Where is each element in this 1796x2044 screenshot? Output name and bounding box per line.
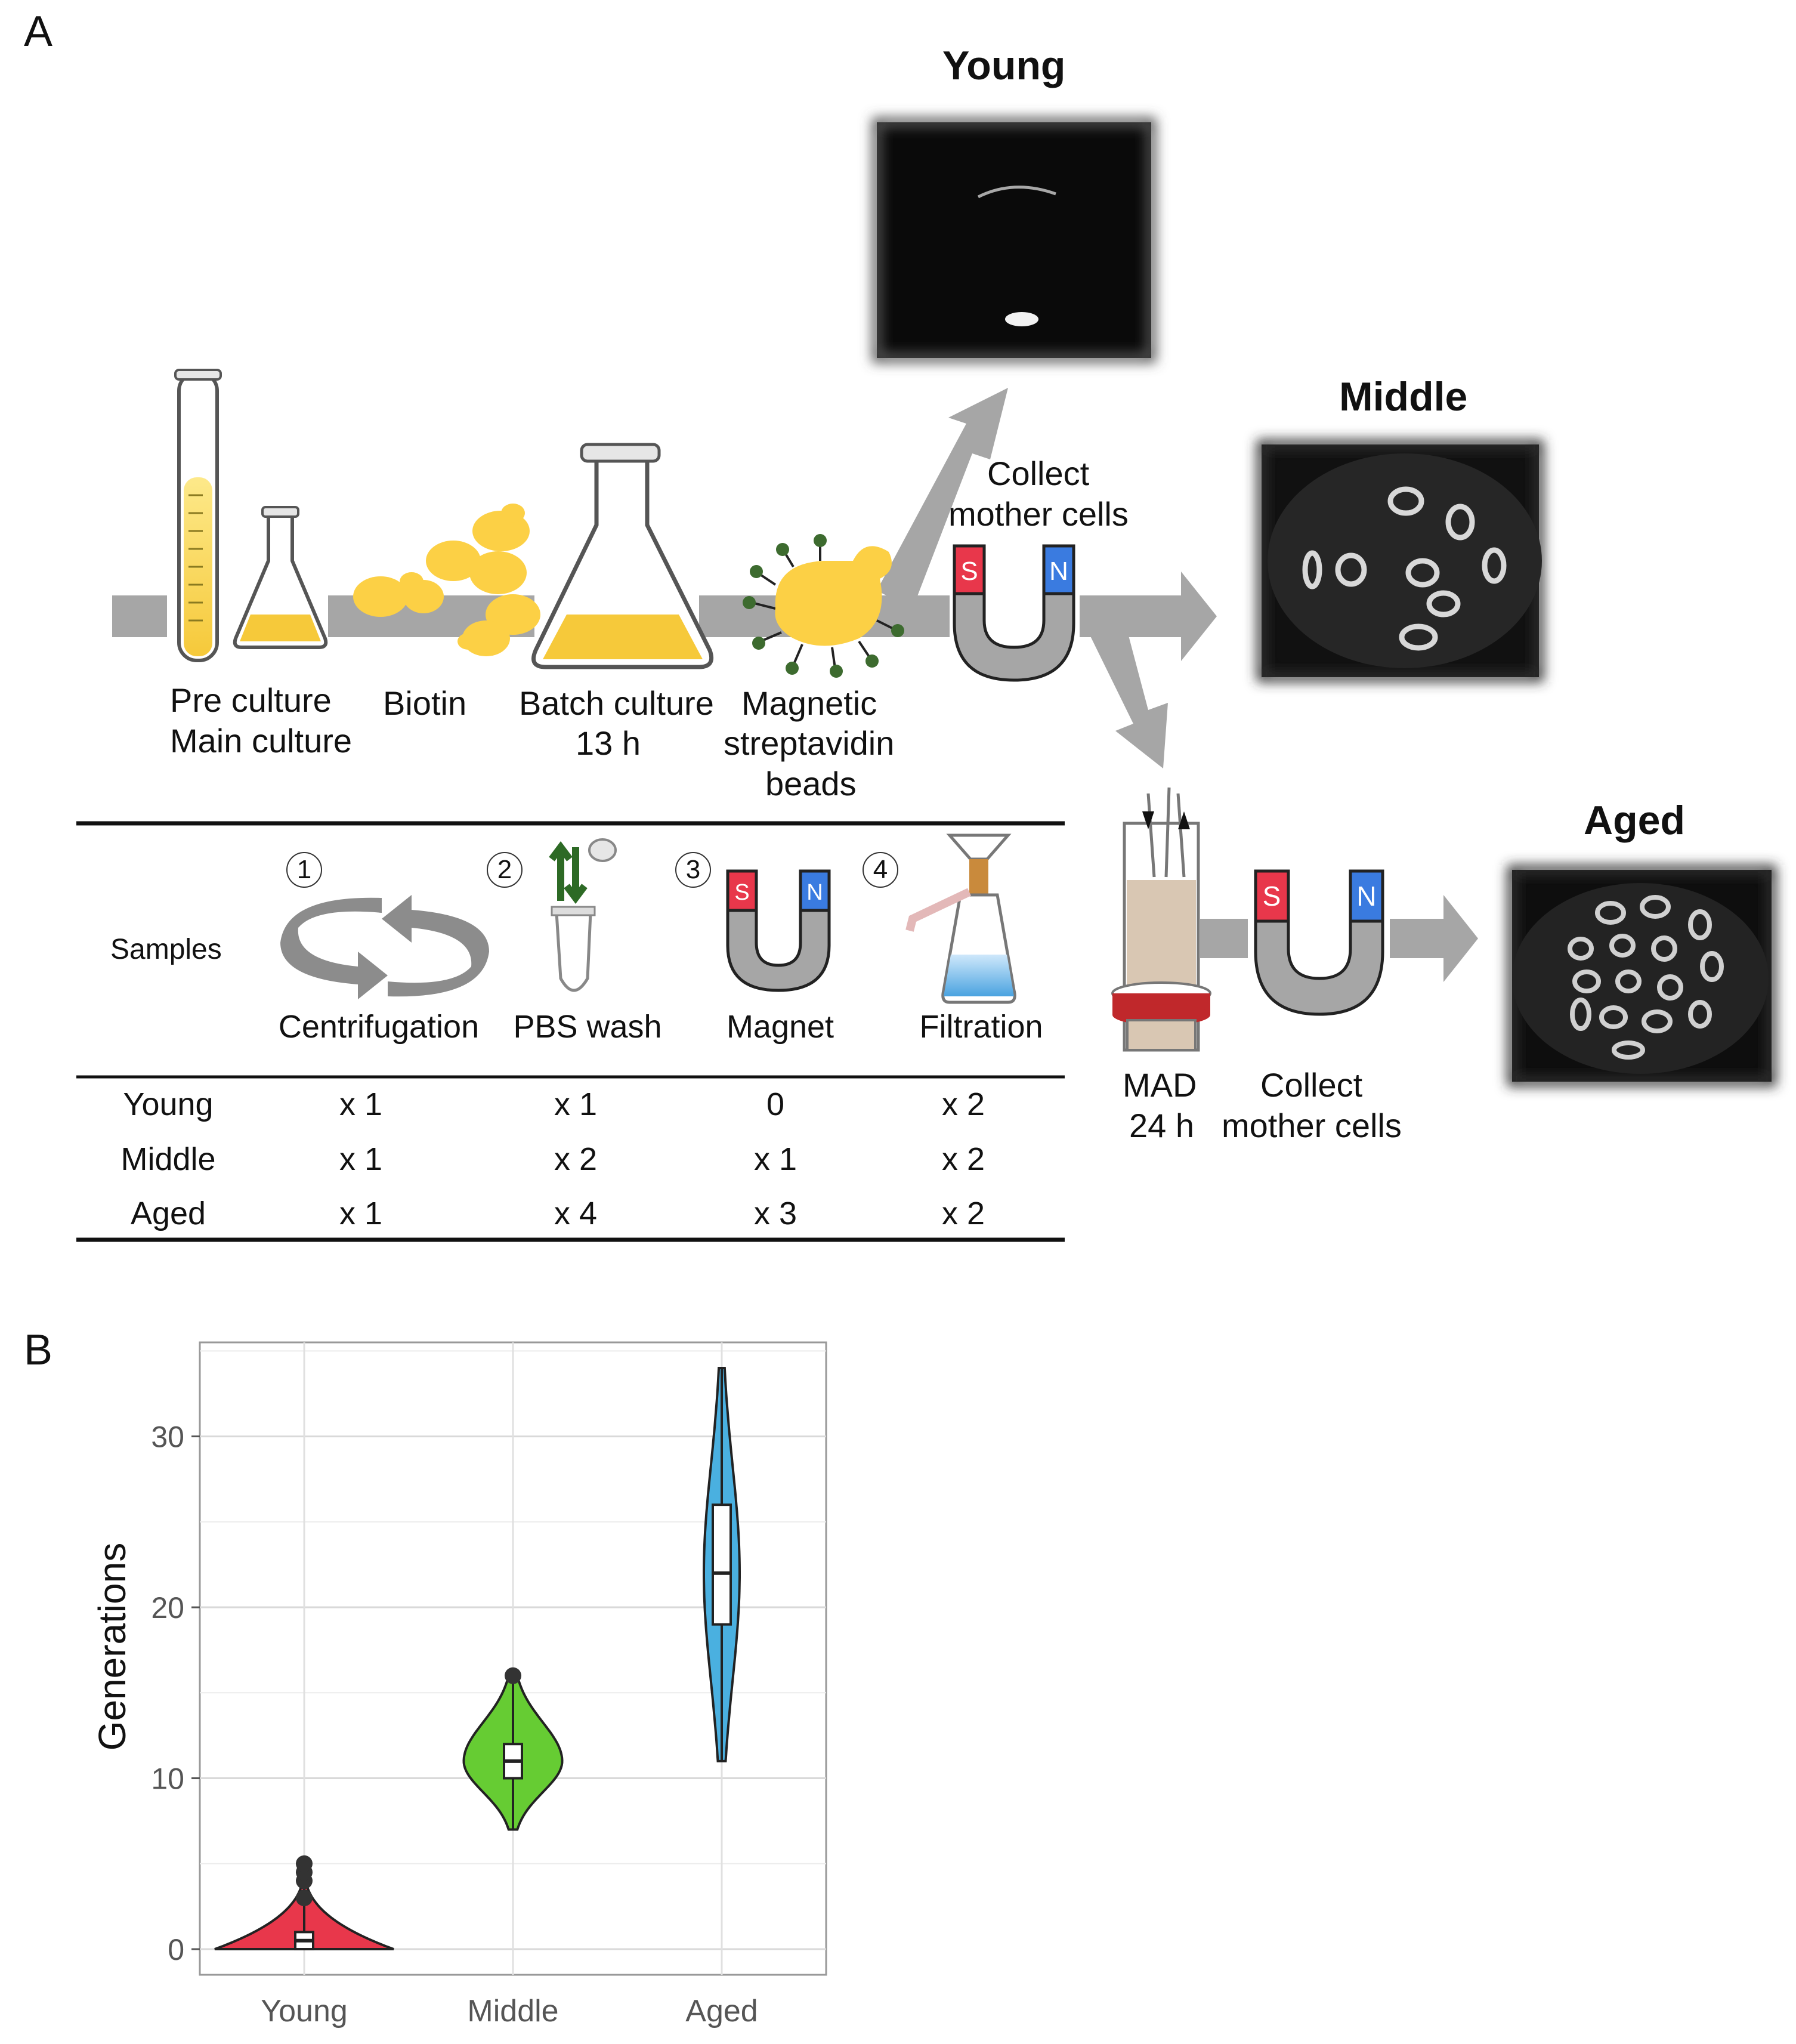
- centrifugation-icon: [280, 895, 489, 999]
- yeast-cells-icon: [353, 504, 540, 656]
- collect2-label-1: Collect: [1260, 1066, 1363, 1104]
- mad-device-icon: [1111, 787, 1211, 1052]
- outlier-point: [296, 1889, 313, 1907]
- pbs-wash-tube-icon: [549, 838, 617, 992]
- beads-label-3: beads: [765, 765, 857, 802]
- magnet-n-label: N: [1049, 557, 1068, 586]
- batch-culture-label: Batch culture: [519, 684, 714, 722]
- magnet3-s-label: S: [734, 880, 749, 905]
- y-tick-labels: 0 10 20 30: [151, 1421, 200, 1966]
- samples-header: Samples: [110, 934, 222, 965]
- x-tick-labels: Young Middle Aged: [261, 1994, 758, 2028]
- y-axis-label: Generations: [91, 1543, 134, 1751]
- batch-time-label: 13 h: [576, 724, 641, 762]
- collect-label-1: Collect: [987, 455, 1090, 492]
- col-header-magnet: Magnet: [726, 1009, 834, 1045]
- filtration-flask-icon: [905, 833, 1016, 1004]
- panel-a-label: A: [24, 8, 53, 55]
- test-tube-icon: [174, 369, 222, 662]
- table-cell: x 3: [753, 1196, 797, 1231]
- step-number-2: 2: [487, 852, 523, 888]
- outlier-point: [505, 1667, 521, 1684]
- panel-b-label: B: [24, 1326, 53, 1374]
- magnet-table-icon: [726, 869, 831, 992]
- y-tick-label: 30: [151, 1421, 184, 1454]
- violins: [214, 1367, 741, 1951]
- row-name-young: Young: [123, 1086, 214, 1122]
- aged-title: Aged: [1584, 798, 1685, 843]
- table-cell: x 2: [941, 1141, 985, 1177]
- main-culture-label: Main culture: [170, 722, 353, 759]
- x-tick-label: Middle: [467, 1994, 558, 2028]
- young-cell-image: [872, 118, 1156, 363]
- row-name-middle: Middle: [120, 1141, 216, 1177]
- col-header-pbs-wash: PBS wash: [513, 1009, 662, 1045]
- magnet-s-label: S: [960, 557, 978, 586]
- table-cell: x 4: [554, 1196, 598, 1231]
- y-tick-label: 10: [151, 1762, 184, 1796]
- bead-coated-cell-icon: [743, 534, 904, 678]
- table-cell: x 2: [941, 1086, 985, 1122]
- violin-chart: 0 10 20 30 Young Middle Aged: [151, 1341, 827, 2028]
- magnet-icon: [953, 544, 1075, 682]
- table-cell: x 2: [554, 1141, 598, 1177]
- beads-label-1: Magnetic: [741, 684, 877, 722]
- table-cell: x 1: [753, 1141, 797, 1177]
- y-tick-label: 20: [151, 1591, 184, 1625]
- table-cell: x 1: [339, 1141, 383, 1177]
- collect2-label-2: mother cells: [1222, 1107, 1402, 1144]
- step-number-3: 3: [675, 852, 711, 888]
- table-cell: x 2: [941, 1196, 985, 1231]
- mad-time-label: 24 h: [1129, 1107, 1194, 1144]
- magnet3-n-label: N: [806, 880, 823, 905]
- table-rules: [76, 821, 1065, 1242]
- collect-label-2: mother cells: [948, 495, 1129, 533]
- box: [712, 1503, 732, 1626]
- branch-arrow-up: [877, 388, 1008, 609]
- batch-flask-icon: [531, 443, 714, 669]
- branch-arrow-down: [1086, 609, 1168, 768]
- col-header-filtration: Filtration: [919, 1009, 1043, 1045]
- middle-cell-image: [1257, 440, 1544, 682]
- pre-culture-label: Pre culture: [170, 681, 332, 719]
- step-number-4: 4: [863, 852, 898, 888]
- biotin-label: Biotin: [383, 684, 467, 722]
- middle-title: Middle: [1339, 374, 1468, 419]
- aged-cell-image: [1507, 865, 1776, 1086]
- table-cell: x 1: [554, 1086, 598, 1122]
- step-number-1: 1: [286, 852, 322, 888]
- y-tick-label: 0: [168, 1933, 184, 1966]
- magnet-icon-2: [1254, 869, 1384, 1016]
- young-title: Young: [942, 43, 1066, 88]
- beads-label-2: streptavidin: [724, 724, 895, 762]
- table-cell: 0: [766, 1086, 785, 1122]
- mad-label: MAD: [1123, 1066, 1197, 1104]
- table-cell: x 1: [339, 1086, 383, 1122]
- col-header-centrifugation: Centrifugation: [278, 1009, 480, 1045]
- x-tick-label: Young: [261, 1994, 348, 2028]
- magnet2-s-label: S: [1263, 881, 1281, 912]
- flask-icon: [233, 506, 328, 649]
- outlier-point: [296, 1855, 313, 1872]
- magnet2-n-label: N: [1356, 881, 1376, 912]
- x-tick-label: Aged: [685, 1994, 758, 2028]
- table-cell: x 1: [339, 1196, 383, 1231]
- row-name-aged: Aged: [130, 1196, 206, 1231]
